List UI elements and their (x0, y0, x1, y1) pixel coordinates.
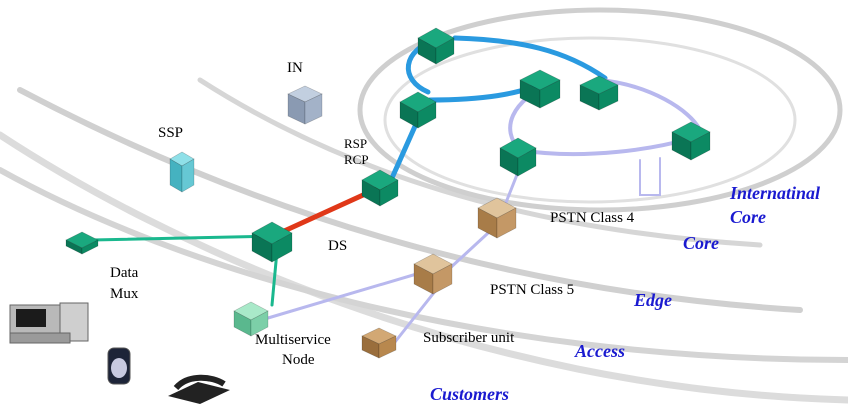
tier-international: Internatinal (729, 183, 820, 203)
tier-international-core: Core (730, 207, 766, 227)
teal-link-mux (90, 234, 280, 242)
label-rcp: RCP (344, 152, 369, 167)
label-pstn-class4: PSTN Class 4 (550, 210, 635, 226)
switch-core-left (399, 91, 437, 129)
core-link-top-right (452, 35, 608, 81)
switch-core-mid (519, 69, 561, 109)
data-mux (65, 231, 99, 255)
label-node: Node (282, 352, 315, 368)
switch-ds (251, 221, 293, 263)
switch-ring-right (671, 121, 711, 161)
computer-icon (9, 302, 89, 344)
in-server (287, 85, 323, 125)
label-multiservice: Multiservice (255, 332, 331, 348)
lav-link-ring2 (598, 78, 702, 132)
ssp-server (169, 151, 195, 193)
lav-link-class5-node (266, 268, 432, 320)
access-arc (0, 167, 848, 363)
label-mux: Mux (110, 286, 139, 302)
label-ssp: SSP (158, 125, 183, 141)
switch-ring-left (499, 137, 537, 177)
label-pstn-class5: PSTN Class 5 (490, 282, 574, 298)
nodes (65, 27, 711, 359)
tier-access: Access (574, 341, 625, 361)
label-ds: DS (328, 238, 347, 254)
label-in: IN (287, 60, 303, 76)
international-ellipse-outer (357, 7, 843, 213)
telephone-icon (168, 374, 230, 404)
label-subscriber-unit: Subscriber unit (423, 330, 515, 346)
subscriber-unit (361, 327, 397, 359)
pstn-class5 (413, 253, 453, 295)
lav-link-pillar (639, 157, 661, 196)
switch-top (417, 27, 455, 65)
switch-core-right (579, 75, 619, 111)
label-data: Data (110, 265, 139, 281)
tier-arcs (0, 7, 848, 404)
label-rsp: RSP (344, 136, 367, 151)
edge-arc (17, 87, 803, 313)
tier-edge: Edge (633, 290, 672, 310)
mobile-phone-icon (107, 347, 131, 385)
core-arc (197, 77, 763, 248)
tier-customers: Customers (430, 384, 509, 404)
lav-link-class5-sub (393, 283, 442, 344)
switch-rsp-rcp (361, 169, 399, 207)
pstn-class4 (477, 197, 517, 239)
customers-arc (0, 131, 848, 404)
multiservice-node (233, 301, 269, 337)
international-ellipse-inner (383, 36, 797, 204)
tier-core: Core (683, 233, 719, 253)
